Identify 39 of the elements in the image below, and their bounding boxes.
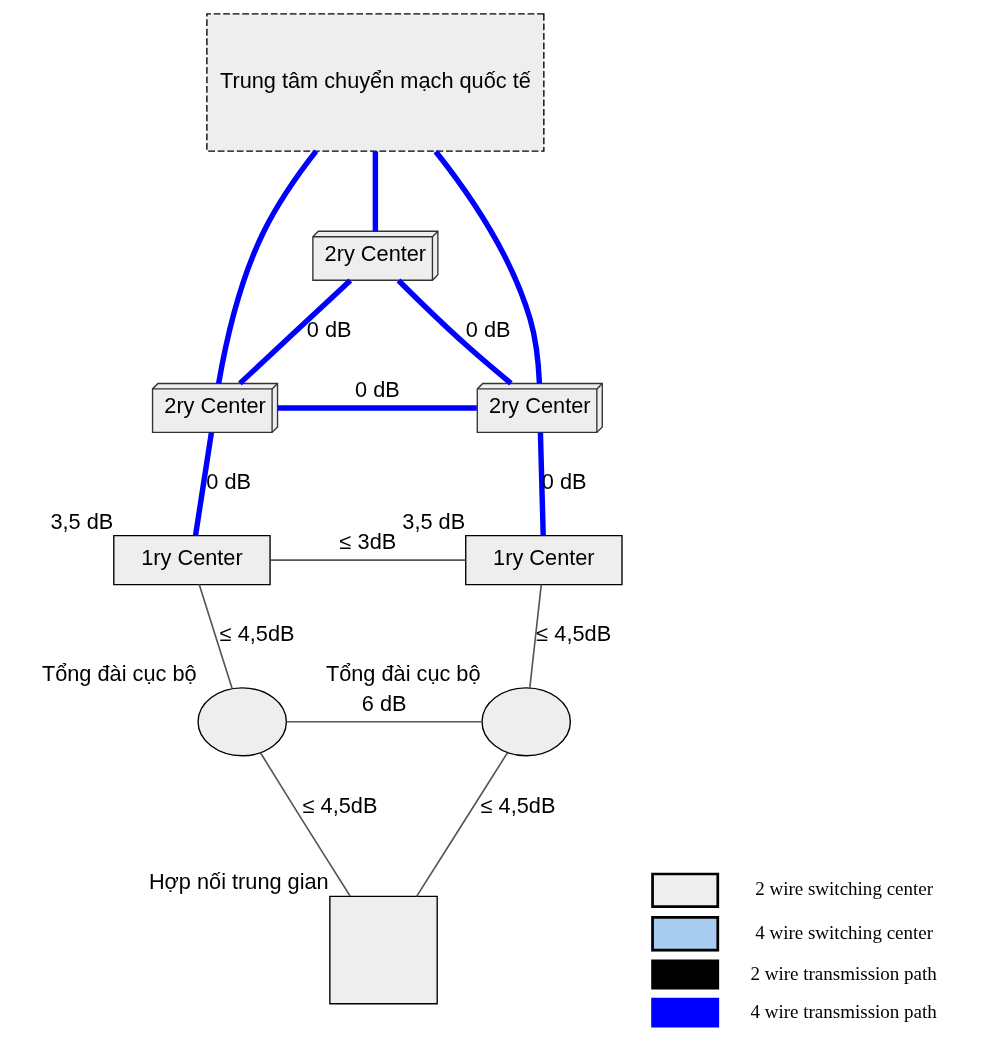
edge-label: 0 dB bbox=[306, 317, 352, 342]
connector bbox=[433, 149, 542, 384]
connector bbox=[537, 432, 546, 536]
edge-label: ≤ 4,5dB bbox=[302, 792, 377, 818]
node-label: Tổng đài cục bộ bbox=[41, 660, 197, 686]
connector bbox=[215, 149, 318, 384]
node-circle bbox=[480, 687, 571, 757]
node-box: 1ry Center bbox=[112, 534, 271, 586]
edge-label: ≤ 4,5dB bbox=[480, 792, 555, 818]
legend-label: 2 wire switching center bbox=[754, 878, 933, 900]
node-label: Tổng đài cục bộ bbox=[325, 660, 481, 686]
node-box: Trung tâm chuyển mạch quốc tế bbox=[205, 13, 545, 152]
connector bbox=[528, 583, 542, 689]
edge-label: 0 dB bbox=[205, 469, 251, 495]
edge-label: ≤ 3dB bbox=[339, 528, 396, 554]
edge-label: ≤ 4,5dB bbox=[535, 621, 611, 647]
connector bbox=[415, 751, 508, 898]
legend-label: 4 wire transmission path bbox=[749, 1000, 937, 1022]
connector bbox=[285, 721, 482, 723]
edge-label: 0 dB bbox=[465, 317, 511, 342]
node-box bbox=[328, 895, 438, 1005]
connector bbox=[269, 559, 466, 561]
connector bbox=[372, 151, 378, 232]
edge-label: 0 dB bbox=[354, 376, 400, 402]
node-label: 3,5 dB bbox=[401, 508, 465, 534]
connector bbox=[237, 278, 352, 386]
node-box: 1ry Center bbox=[464, 534, 623, 586]
node-label: 3,5 dB bbox=[49, 508, 113, 534]
node-circle bbox=[196, 687, 287, 757]
connector bbox=[197, 583, 233, 690]
connector bbox=[396, 278, 513, 386]
legend-label: 2 wire transmission path bbox=[749, 962, 937, 984]
connector bbox=[277, 405, 477, 411]
legend-label: 4 wire switching center bbox=[754, 921, 933, 943]
connector bbox=[259, 751, 351, 897]
connector bbox=[192, 432, 214, 536]
edge-label: 6 dB bbox=[361, 690, 407, 716]
node-label: Hợp nối trung gian bbox=[148, 869, 329, 895]
edge-label: ≤ 4,5dB bbox=[219, 621, 295, 647]
